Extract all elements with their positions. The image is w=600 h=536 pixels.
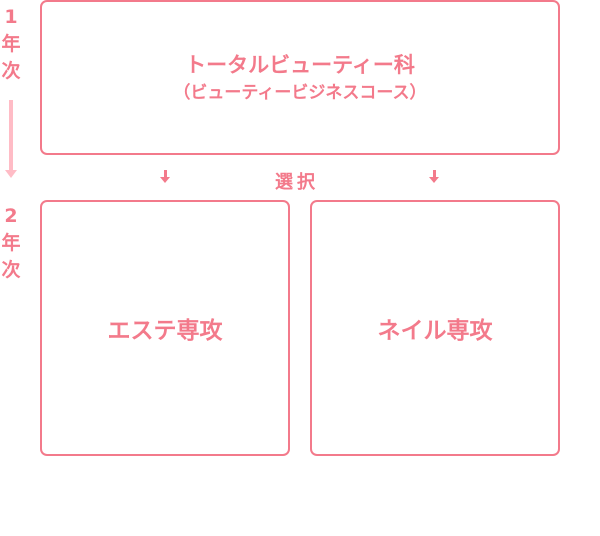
down-arrow-icon bbox=[164, 170, 167, 177]
year-char: 年 bbox=[1, 232, 21, 254]
course-subtitle: （ビューティービジネスコース） bbox=[173, 82, 427, 103]
course-title: トータルビューティー科 bbox=[185, 52, 415, 77]
major-box-nail: ネイル専攻 bbox=[310, 200, 560, 456]
down-arrow-icon bbox=[433, 170, 436, 177]
first-year-course-box: トータルビューティー科 （ビューティービジネスコース） bbox=[40, 0, 560, 155]
year-number: 2 bbox=[4, 205, 18, 227]
select-label: 選択 bbox=[275, 172, 319, 193]
year-2-label: 2 年 次 bbox=[0, 203, 22, 284]
major-box-esthetic: エステ専攻 bbox=[40, 200, 290, 456]
year-char: 年 bbox=[1, 33, 21, 55]
year-char: 次 bbox=[1, 259, 21, 281]
year-char: 次 bbox=[1, 60, 21, 82]
year-1-label: 1 年 次 bbox=[0, 4, 22, 85]
major-label: エステ専攻 bbox=[107, 318, 223, 344]
timeline-arrow-head-icon bbox=[5, 170, 17, 178]
down-arrow-icon bbox=[160, 177, 170, 183]
down-arrow-icon bbox=[429, 177, 439, 183]
year-number: 1 bbox=[4, 6, 18, 28]
timeline-arrow-line bbox=[9, 100, 13, 170]
major-label: ネイル専攻 bbox=[377, 318, 493, 344]
